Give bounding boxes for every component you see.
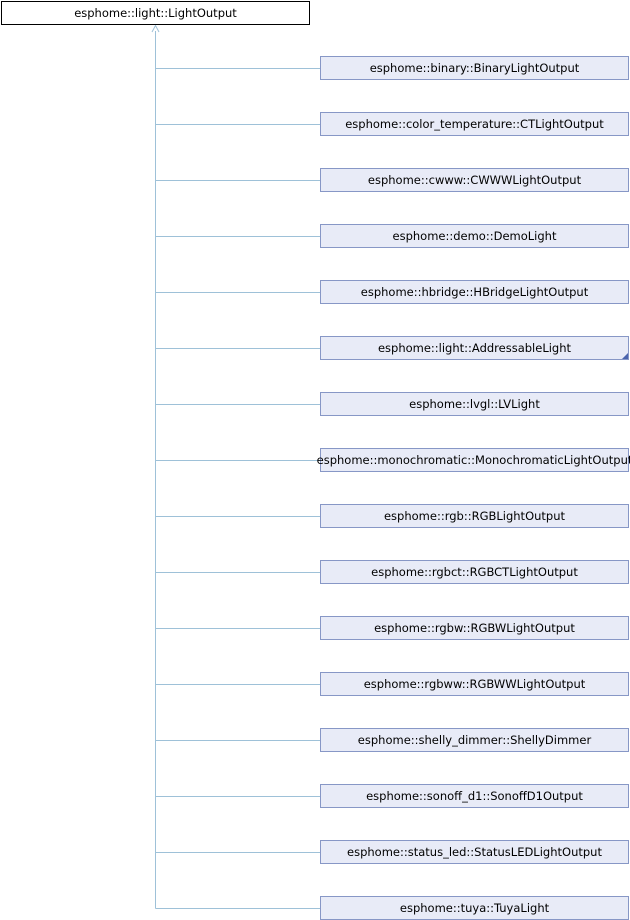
inheritance-arrowhead: [151, 24, 160, 33]
derived-class-label: esphome::rgbww::RGBWWLightOutput: [363, 677, 586, 691]
derived-class-label: esphome::rgb::RGBLightOutput: [383, 509, 566, 523]
derived-class-node[interactable]: esphome::cwww::CWWWLightOutput: [320, 168, 629, 192]
derived-class-label: esphome::status_led::StatusLEDLightOutpu…: [347, 845, 602, 859]
derived-class-label: esphome::sonoff_d1::SonoffD1Output: [366, 789, 583, 803]
derived-class-node[interactable]: esphome::shelly_dimmer::ShellyDimmer: [320, 728, 629, 752]
derived-class-node[interactable]: esphome::monochromatic::MonochromaticLig…: [316, 448, 630, 472]
derived-class-label: esphome::hbridge::HBridgeLightOutput: [360, 285, 589, 299]
derived-class-node[interactable]: esphome::rgbww::RGBWWLightOutput: [320, 672, 629, 696]
derived-class-node[interactable]: esphome::hbridge::HBridgeLightOutput: [320, 280, 629, 304]
derived-class-label: esphome::cwww::CWWWLightOutput: [367, 173, 582, 187]
derived-class-label: esphome::light::AddressableLight: [377, 341, 572, 355]
derived-class-label: esphome::binary::BinaryLightOutput: [369, 61, 580, 75]
derived-class-node[interactable]: esphome::rgb::RGBLightOutput: [320, 504, 629, 528]
derived-class-node[interactable]: esphome::rgbw::RGBWLightOutput: [320, 616, 629, 640]
derived-class-node[interactable]: esphome::tuya::TuyaLight: [320, 896, 629, 920]
derived-class-node[interactable]: esphome::demo::DemoLight: [320, 224, 629, 248]
derived-class-label: esphome::rgbct::RGBCTLightOutput: [371, 565, 578, 579]
derived-class-label: esphome::rgbw::RGBWLightOutput: [374, 621, 575, 635]
derived-class-node[interactable]: esphome::rgbct::RGBCTLightOutput: [320, 560, 629, 584]
derived-class-label: esphome::demo::DemoLight: [392, 229, 557, 243]
derived-class-label: esphome::color_temperature::CTLightOutpu…: [345, 117, 604, 131]
derived-class-label: esphome::lvgl::LVLight: [409, 397, 540, 411]
derived-class-label: esphome::shelly_dimmer::ShellyDimmer: [357, 733, 592, 747]
derived-class-node[interactable]: esphome::light::AddressableLight: [320, 336, 629, 360]
derived-class-node[interactable]: esphome::binary::BinaryLightOutput: [320, 56, 629, 80]
derived-class-label: esphome::tuya::TuyaLight: [399, 901, 550, 915]
derived-class-node[interactable]: esphome::sonoff_d1::SonoffD1Output: [320, 784, 629, 808]
base-class-label: esphome::light::LightOutput: [74, 6, 237, 20]
derived-class-label: esphome::monochromatic::MonochromaticLig…: [316, 453, 630, 467]
base-class-node[interactable]: esphome::light::LightOutput: [1, 1, 310, 25]
derived-class-node[interactable]: esphome::color_temperature::CTLightOutpu…: [320, 112, 629, 136]
derived-class-node[interactable]: esphome::status_led::StatusLEDLightOutpu…: [320, 840, 629, 864]
derived-class-node[interactable]: esphome::lvgl::LVLight: [320, 392, 629, 416]
more-subclasses-marker: [622, 353, 628, 359]
